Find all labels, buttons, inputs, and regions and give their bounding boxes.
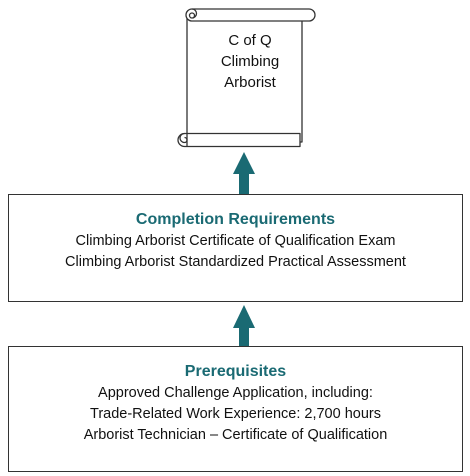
prerequisites-heading: Prerequisites	[184, 363, 287, 380]
certificate-label: C of Q Climbing Arborist	[196, 30, 304, 93]
completion-requirements-box: Completion Requirements Climbing Arboris…	[8, 194, 463, 302]
certificate-line: Arborist	[224, 74, 276, 91]
prerequisite-line: Arborist Technician – Certificate of Qua…	[83, 427, 388, 443]
prerequisite-line: Trade-Related Work Experience: 2,700 hou…	[90, 406, 381, 422]
arrow-up-icon	[233, 152, 255, 194]
completion-heading: Completion Requirements	[135, 211, 336, 228]
prerequisites-box: Prerequisites Approved Challenge Applica…	[8, 346, 463, 472]
completion-line: Climbing Arborist Standardized Practical…	[65, 254, 406, 270]
arrow-up-icon	[233, 305, 255, 346]
certificate-scroll-icon	[177, 8, 316, 148]
prerequisite-line: Approved Challenge Application, includin…	[98, 385, 373, 401]
completion-line: Climbing Arborist Certificate of Qualifi…	[75, 233, 396, 249]
certificate-line: Climbing	[220, 53, 280, 70]
certificate-line: C of Q	[228, 32, 272, 49]
